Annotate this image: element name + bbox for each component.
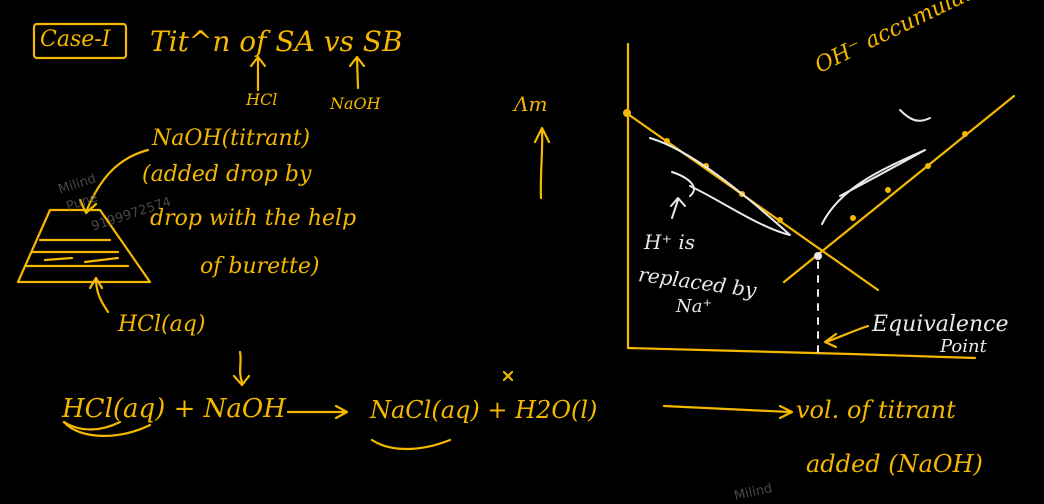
flask-outline <box>16 208 152 284</box>
equivalence-label-line1: Equivalence <box>872 312 1009 337</box>
case-label: Case-I <box>40 27 111 52</box>
h-annotation-line3: Na⁺ <box>676 296 712 317</box>
x-axis-label-line1: vol. of titrant <box>796 396 956 424</box>
h-region-curve <box>649 137 791 236</box>
lambda-arrow <box>533 126 551 200</box>
sb-arrow <box>348 55 366 90</box>
sa-arrow <box>249 55 267 92</box>
down-arrow <box>232 350 251 387</box>
titrant-arrow <box>78 148 150 215</box>
equation-lhs: HCl(aq) + NaOH <box>62 394 286 424</box>
h-arrow <box>670 197 686 219</box>
flask-arrow <box>88 276 110 314</box>
y-axis-label: Λm <box>514 92 548 116</box>
sa-label: HCl <box>246 90 278 109</box>
title-text: Tit^n of SA vs SB <box>150 25 403 58</box>
xlabel-arrow <box>662 404 794 420</box>
equivalence-point <box>814 252 822 260</box>
sb-label: NaOH <box>330 94 381 113</box>
x-axis <box>626 346 977 360</box>
equation-rhs: NaCl(aq) + H2O(l) <box>370 396 598 424</box>
flask-label: HCl(aq) <box>118 312 206 337</box>
titrant-note-line3: drop with the help <box>150 206 357 231</box>
case-box <box>32 22 128 60</box>
oh-region-curve <box>821 149 926 225</box>
reaction-arrow <box>286 404 349 420</box>
rising-line <box>782 94 1016 284</box>
equivalence-label-line2: Point <box>940 336 987 357</box>
titrant-note-line2: (added drop by <box>142 162 312 187</box>
x-axis-label-line2: added (NaOH) <box>806 450 983 478</box>
equivalence-arrow <box>823 324 870 349</box>
data-points <box>623 109 968 223</box>
titrant-note-line1: NaOH(titrant) <box>152 126 311 151</box>
titrant-note-line4: of burette) <box>200 254 320 279</box>
h-annotation-line1: H⁺ is <box>644 230 696 254</box>
